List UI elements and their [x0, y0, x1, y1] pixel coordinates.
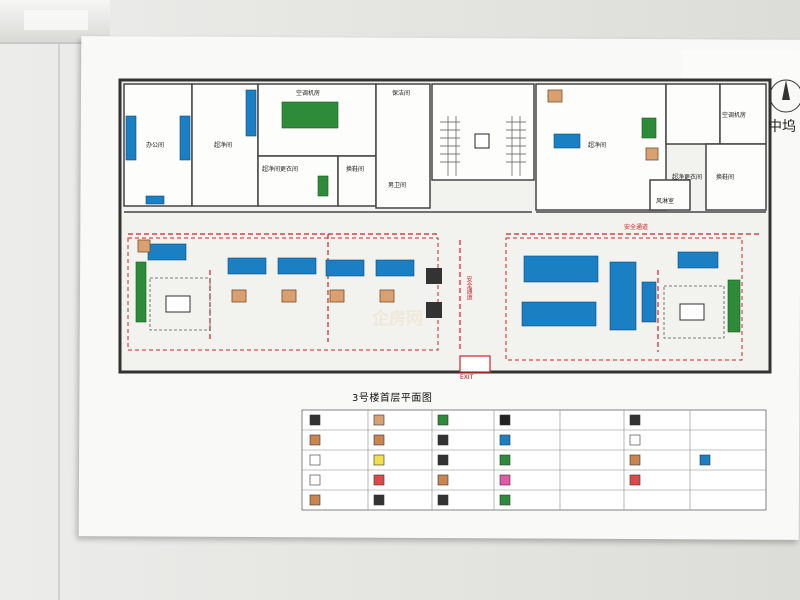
hall-lower-left — [127, 237, 439, 351]
room-change-right — [665, 83, 721, 145]
compass-label: 中坞 — [768, 119, 796, 135]
room-wc — [375, 83, 431, 209]
label-shoe-left: 换鞋间 — [346, 166, 365, 173]
label-safety-center: 安全通道 — [465, 276, 472, 300]
blue-equipment — [125, 89, 719, 331]
label-change-left: 超净间更衣间 — [262, 166, 299, 173]
machine-left-core — [165, 295, 191, 313]
cross-boxes — [137, 89, 659, 303]
dark-cabinet-1 — [426, 268, 442, 284]
legend-grid — [302, 410, 766, 510]
label-cleaning: 保洁间 — [392, 90, 411, 97]
dark-cabinet-2 — [426, 302, 442, 318]
machine-left — [149, 277, 211, 331]
label-office-left: 办公间 — [146, 142, 165, 149]
label-wc: 男卫间 — [388, 182, 407, 189]
legend-table — [301, 409, 767, 511]
label-clean-right: 超净间 — [588, 142, 607, 149]
room-ac-right — [719, 83, 767, 145]
stairwell — [431, 83, 535, 181]
exit-label: EXIT — [460, 374, 474, 381]
machine-right — [663, 285, 725, 339]
compass-needle — [782, 80, 790, 100]
label-change-right: 超净更衣间 — [672, 174, 703, 181]
room-shoe-right — [705, 143, 767, 211]
room-air-shower — [649, 179, 691, 211]
hall-lower-right — [505, 237, 743, 361]
entrance-door — [459, 355, 491, 373]
label-air-shower: 风淋室 — [656, 198, 675, 205]
label-safety-passage: 安全通道 — [624, 224, 649, 231]
label-ac-room: 空调机房 — [296, 90, 321, 97]
elevator-icon — [474, 133, 490, 149]
shelf-reflection — [24, 10, 88, 30]
legend-swatches — [309, 414, 711, 506]
green-equipment — [135, 101, 741, 333]
wall-seam — [58, 0, 60, 600]
label-clean-left: 超净间 — [214, 142, 233, 149]
label-ac-right: 空调机房 — [722, 112, 747, 119]
label-shoe-right: 换鞋间 — [716, 174, 735, 181]
stairs — [440, 116, 526, 176]
plan-title: 3号楼首层平面图 — [352, 393, 433, 404]
machine-right-core — [679, 303, 705, 321]
watermark: 企房网 — [372, 309, 423, 329]
